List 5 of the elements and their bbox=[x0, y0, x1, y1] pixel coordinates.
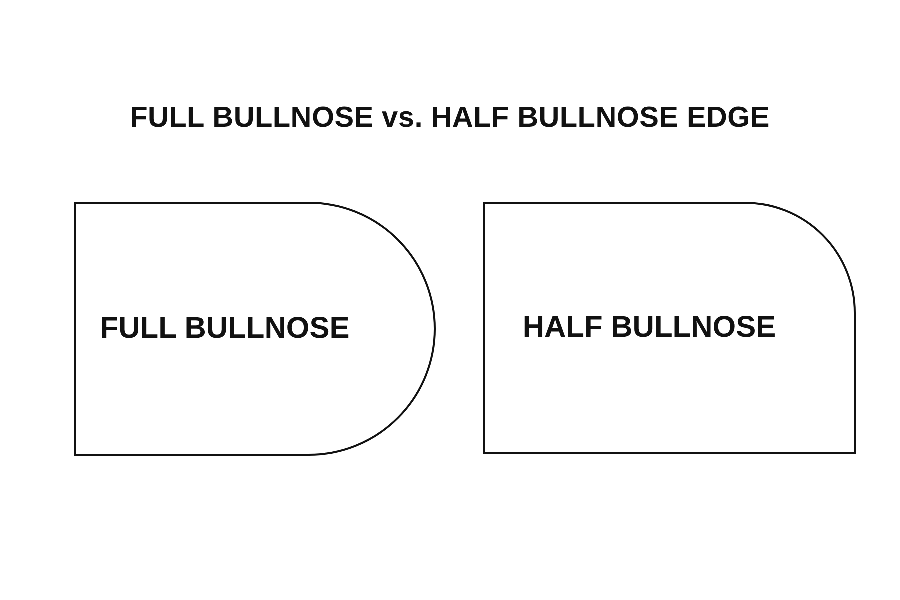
diagram-title: FULL BULLNOSE vs. HALF BULLNOSE EDGE bbox=[129, 102, 771, 135]
shape-label: FULL BULLNOSE bbox=[99, 312, 351, 346]
full-bullnose-profile bbox=[75, 203, 435, 455]
half-bullnose-profile bbox=[484, 203, 855, 453]
shape-label: HALF BULLNOSE bbox=[522, 311, 778, 345]
